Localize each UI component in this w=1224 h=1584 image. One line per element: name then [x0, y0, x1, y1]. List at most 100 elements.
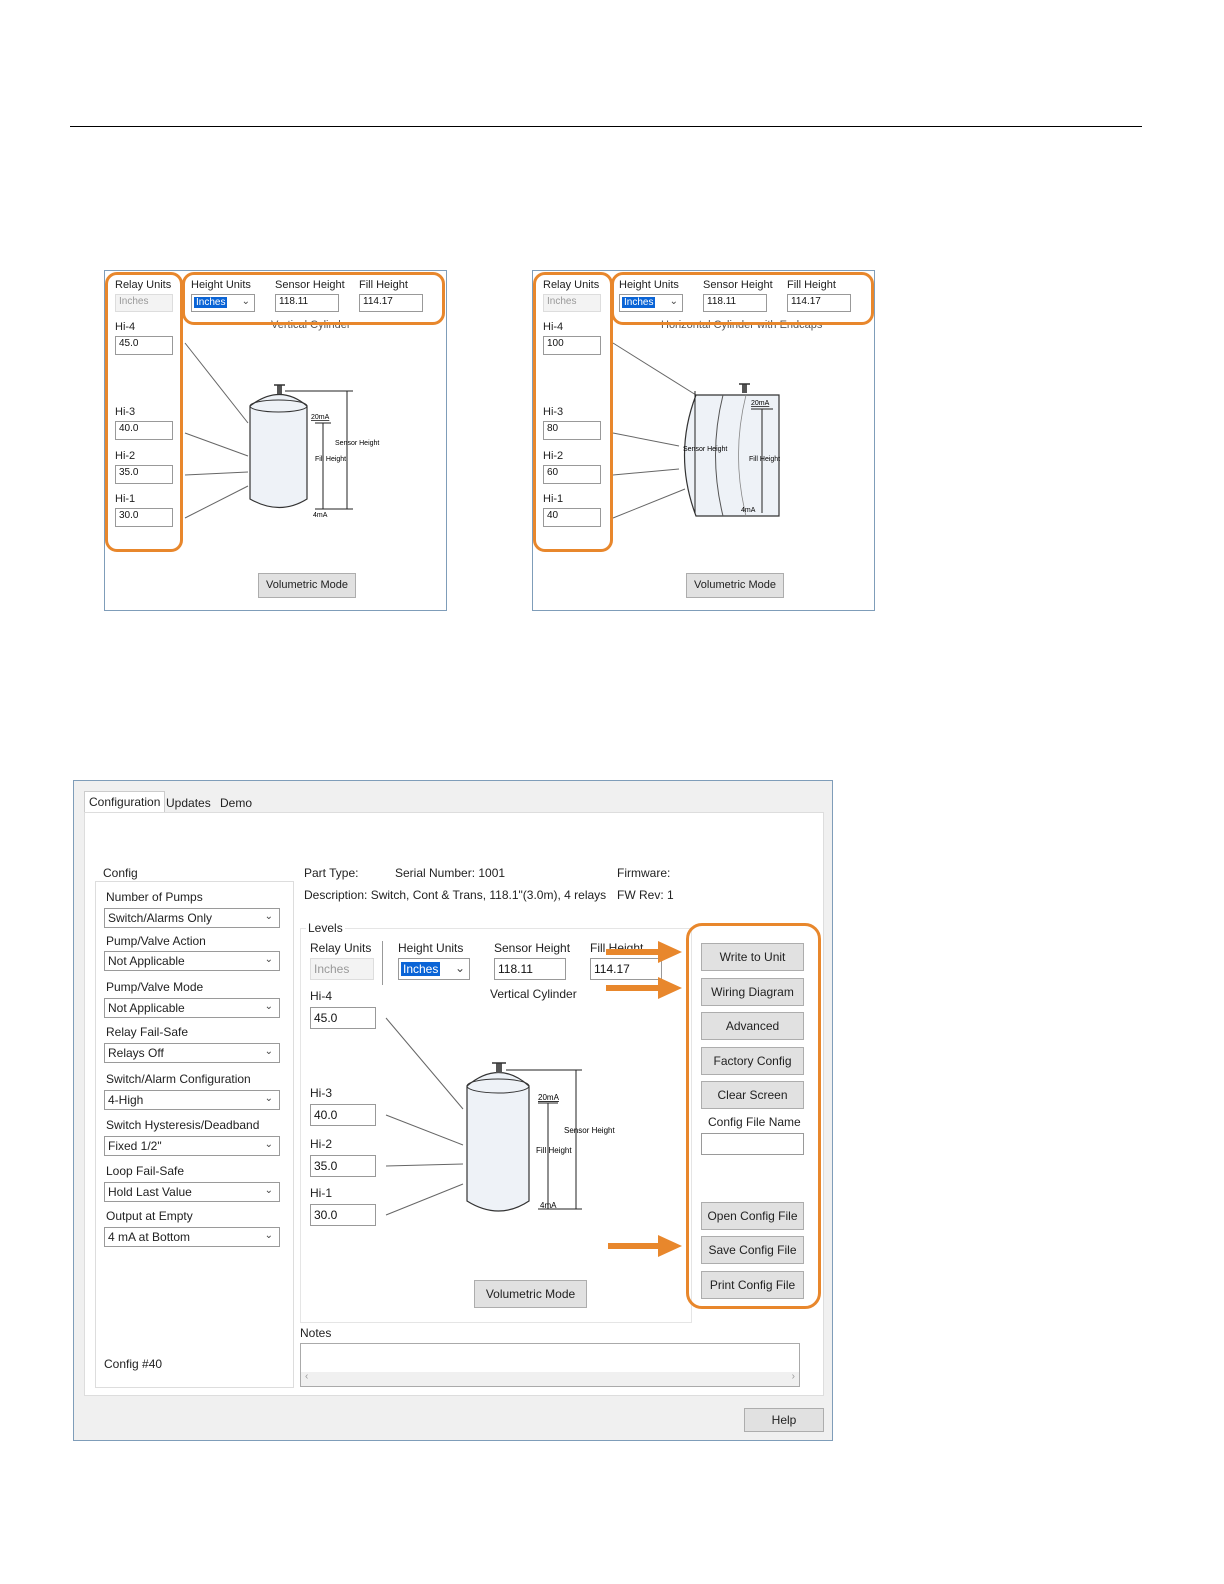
- fill-height-field[interactable]: 114.17: [787, 294, 851, 312]
- hi1-field[interactable]: 30.0: [310, 1204, 376, 1226]
- hi1-label: Hi-1: [543, 493, 564, 505]
- height-units-select[interactable]: Inches⌄: [619, 294, 683, 312]
- relay-units-label: Relay Units: [543, 279, 600, 291]
- volumetric-mode-button[interactable]: Volumetric Mode: [686, 573, 784, 598]
- clear-screen-button[interactable]: Clear Screen: [701, 1081, 804, 1109]
- hi2-field[interactable]: 35.0: [310, 1155, 376, 1177]
- height-units-label: Height Units: [619, 279, 679, 291]
- number-of-pumps-select[interactable]: Switch/Alarms Only⌄: [104, 908, 280, 928]
- fill-height-field[interactable]: 114.17: [590, 958, 662, 980]
- levels-group: [300, 928, 692, 1323]
- notes-textarea[interactable]: ‹ ›: [300, 1343, 800, 1387]
- pump-valve-action-label: Pump/Valve Action: [106, 934, 206, 948]
- relay-units-label: Relay Units: [310, 941, 372, 955]
- scroll-left-icon[interactable]: ‹: [305, 1371, 309, 1382]
- horizontal-cylinder-screenshot: Relay Units Inches Height Units Inches⌄ …: [532, 270, 875, 611]
- hi1-field[interactable]: 40: [543, 508, 601, 527]
- sensor-height-label: Sensor Height: [494, 941, 571, 955]
- print-config-file-button[interactable]: Print Config File: [701, 1271, 804, 1299]
- sensor-height-diagram-label: Sensor Height: [564, 1126, 615, 1135]
- switch-alarm-config-select[interactable]: 4-High⌄: [104, 1090, 280, 1110]
- open-config-file-button[interactable]: Open Config File: [701, 1202, 804, 1230]
- hi3-field[interactable]: 40.0: [310, 1104, 376, 1126]
- fill-height-field[interactable]: 114.17: [359, 294, 423, 312]
- output-at-empty-label: Output at Empty: [106, 1209, 193, 1223]
- hi1-label: Hi-1: [115, 493, 136, 505]
- hi2-field[interactable]: 35.0: [115, 465, 173, 484]
- loop-fail-safe-select[interactable]: Hold Last Value⌄: [104, 1182, 280, 1202]
- switch-alarm-config-label: Switch/Alarm Configuration: [106, 1072, 251, 1086]
- hi1-field[interactable]: 30.0: [115, 508, 173, 527]
- tab-updates[interactable]: Updates: [166, 796, 211, 810]
- config-group-title: Config: [101, 866, 140, 880]
- wiring-diagram-button[interactable]: Wiring Diagram: [701, 978, 804, 1006]
- hi3-field[interactable]: 80: [543, 421, 601, 440]
- chevron-down-icon: ⌄: [264, 1046, 273, 1057]
- height-units-label: Height Units: [191, 279, 251, 291]
- pump-valve-mode-select[interactable]: Not Applicable⌄: [104, 998, 280, 1018]
- app-vertical-tank-diagram: 20mA 4mA Fill Height Sensor Height: [385, 1017, 615, 1216]
- pump-valve-action-select[interactable]: Not Applicable⌄: [104, 951, 280, 971]
- chevron-down-icon: ⌄: [264, 1093, 273, 1104]
- advanced-button[interactable]: Advanced: [701, 1012, 804, 1040]
- hi3-field[interactable]: 40.0: [115, 421, 173, 440]
- factory-config-button[interactable]: Factory Config: [701, 1047, 804, 1075]
- config-file-name-label: Config File Name: [708, 1115, 801, 1129]
- hi2-label: Hi-2: [310, 1137, 333, 1151]
- loop-fail-safe-label: Loop Fail-Safe: [106, 1164, 185, 1178]
- hi4-field[interactable]: 45.0: [115, 336, 173, 355]
- chevron-down-icon: ⌄: [454, 961, 465, 975]
- tab-bar: Configuration Updates Demo: [74, 791, 832, 814]
- vertical-cylinder-screenshot: Relay Units Inches Height Units Inches⌄ …: [104, 270, 447, 611]
- tab-configuration[interactable]: Configuration: [84, 791, 166, 814]
- pump-valve-mode-label: Pump/Valve Mode: [106, 980, 204, 994]
- relay-units-field[interactable]: Inches: [543, 294, 601, 312]
- hi3-label: Hi-3: [310, 1086, 333, 1100]
- chevron-down-icon: ⌄: [669, 296, 678, 307]
- sensor-height-diagram-label: Sensor Height: [683, 446, 727, 453]
- scroll-right-icon[interactable]: ›: [791, 1371, 795, 1382]
- volumetric-mode-button[interactable]: Volumetric Mode: [474, 1280, 587, 1308]
- volumetric-mode-button[interactable]: Volumetric Mode: [258, 573, 356, 598]
- bottom-ma-label: 4mA: [540, 1201, 557, 1210]
- config-file-name-input[interactable]: [701, 1133, 804, 1155]
- relay-units-field[interactable]: Inches: [115, 294, 173, 312]
- sensor-height-field[interactable]: 118.11: [275, 294, 339, 312]
- height-units-label: Height Units: [398, 941, 464, 955]
- number-of-pumps-label: Number of Pumps: [106, 890, 203, 904]
- serial-number: Serial Number: 1001: [395, 866, 506, 880]
- buttons-highlight-box: [686, 923, 821, 1309]
- sensor-height-diagram-label: Sensor Height: [335, 440, 379, 447]
- horizontal-scrollbar[interactable]: ‹ ›: [301, 1371, 799, 1386]
- part-type: Part Type:: [304, 866, 359, 880]
- hi4-label: Hi-4: [310, 989, 333, 1003]
- hi4-field[interactable]: 100: [543, 336, 601, 355]
- height-units-select[interactable]: Inches⌄: [191, 294, 255, 312]
- help-button[interactable]: Help: [744, 1408, 824, 1432]
- levels-highlight-box: [533, 272, 613, 552]
- top-ma-label: 20mA: [751, 400, 770, 407]
- hi3-label: Hi-3: [543, 406, 564, 418]
- hi4-field[interactable]: 45.0: [310, 1007, 376, 1029]
- switch-hysteresis-label: Switch Hysteresis/Deadband: [106, 1118, 260, 1132]
- top-ma-label: 20mA: [538, 1093, 560, 1102]
- tank-type-label: Vertical Cylinder: [490, 987, 577, 1001]
- relay-fail-safe-select[interactable]: Relays Off⌄: [104, 1043, 280, 1063]
- fill-height-label: Fill Height: [787, 279, 836, 291]
- config-group: [95, 881, 294, 1388]
- sensor-height-field[interactable]: 118.11: [494, 958, 566, 980]
- output-at-empty-select[interactable]: 4 mA at Bottom⌄: [104, 1227, 280, 1247]
- hi2-field[interactable]: 60: [543, 465, 601, 484]
- tab-demo[interactable]: Demo: [220, 796, 253, 810]
- sensor-height-field[interactable]: 118.11: [703, 294, 767, 312]
- height-units-select[interactable]: Inches⌄: [398, 958, 470, 980]
- relay-units-field[interactable]: Inches: [310, 958, 374, 980]
- levels-divider: [382, 941, 383, 985]
- switch-hysteresis-select[interactable]: Fixed 1/2"⌄: [104, 1136, 280, 1156]
- sensor-height-label: Sensor Height: [275, 279, 345, 291]
- fill-height-label: Fill Height: [359, 279, 408, 291]
- hi1-label: Hi-1: [310, 1186, 333, 1200]
- write-to-unit-button[interactable]: Write to Unit: [701, 943, 804, 971]
- save-config-file-button[interactable]: Save Config File: [701, 1236, 804, 1264]
- hi3-label: Hi-3: [115, 406, 136, 418]
